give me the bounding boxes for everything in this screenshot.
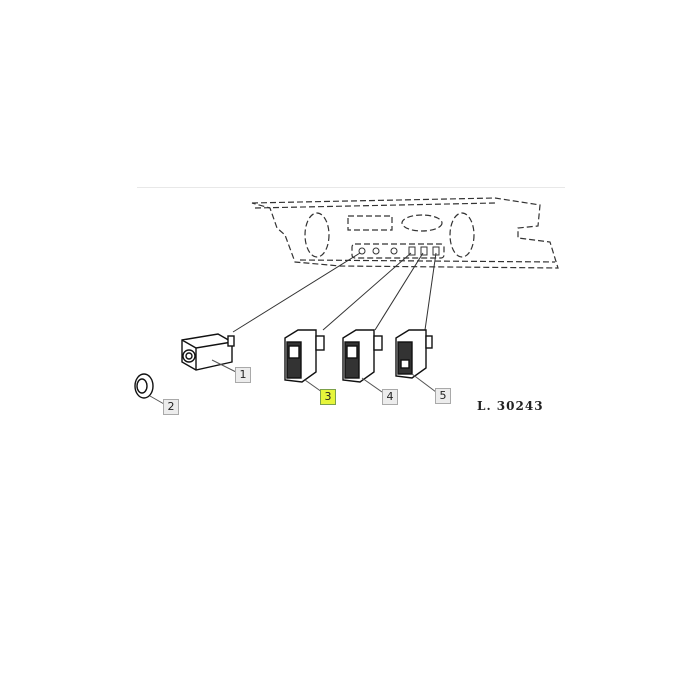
callout-1[interactable]: 1 (235, 367, 251, 383)
reference-label: L. 30243 (477, 399, 544, 413)
part-1-lamp-switch (181, 333, 235, 371)
callout-4[interactable]: 4 (382, 389, 398, 405)
leader-lines (232, 252, 437, 333)
callout-2[interactable]: 2 (163, 399, 179, 415)
callout-leaders (149, 359, 437, 405)
part-4-rocker (342, 329, 383, 383)
part-5-rocker (395, 329, 433, 379)
part-3-rocker (284, 329, 325, 383)
callout-5[interactable]: 5 (435, 388, 451, 404)
panel-switch-holes (358, 246, 440, 256)
dashboard-panel (251, 197, 559, 269)
part-2-knob (134, 373, 154, 399)
divider-line (137, 187, 565, 188)
callout-3-highlighted[interactable]: 3 (320, 389, 336, 405)
